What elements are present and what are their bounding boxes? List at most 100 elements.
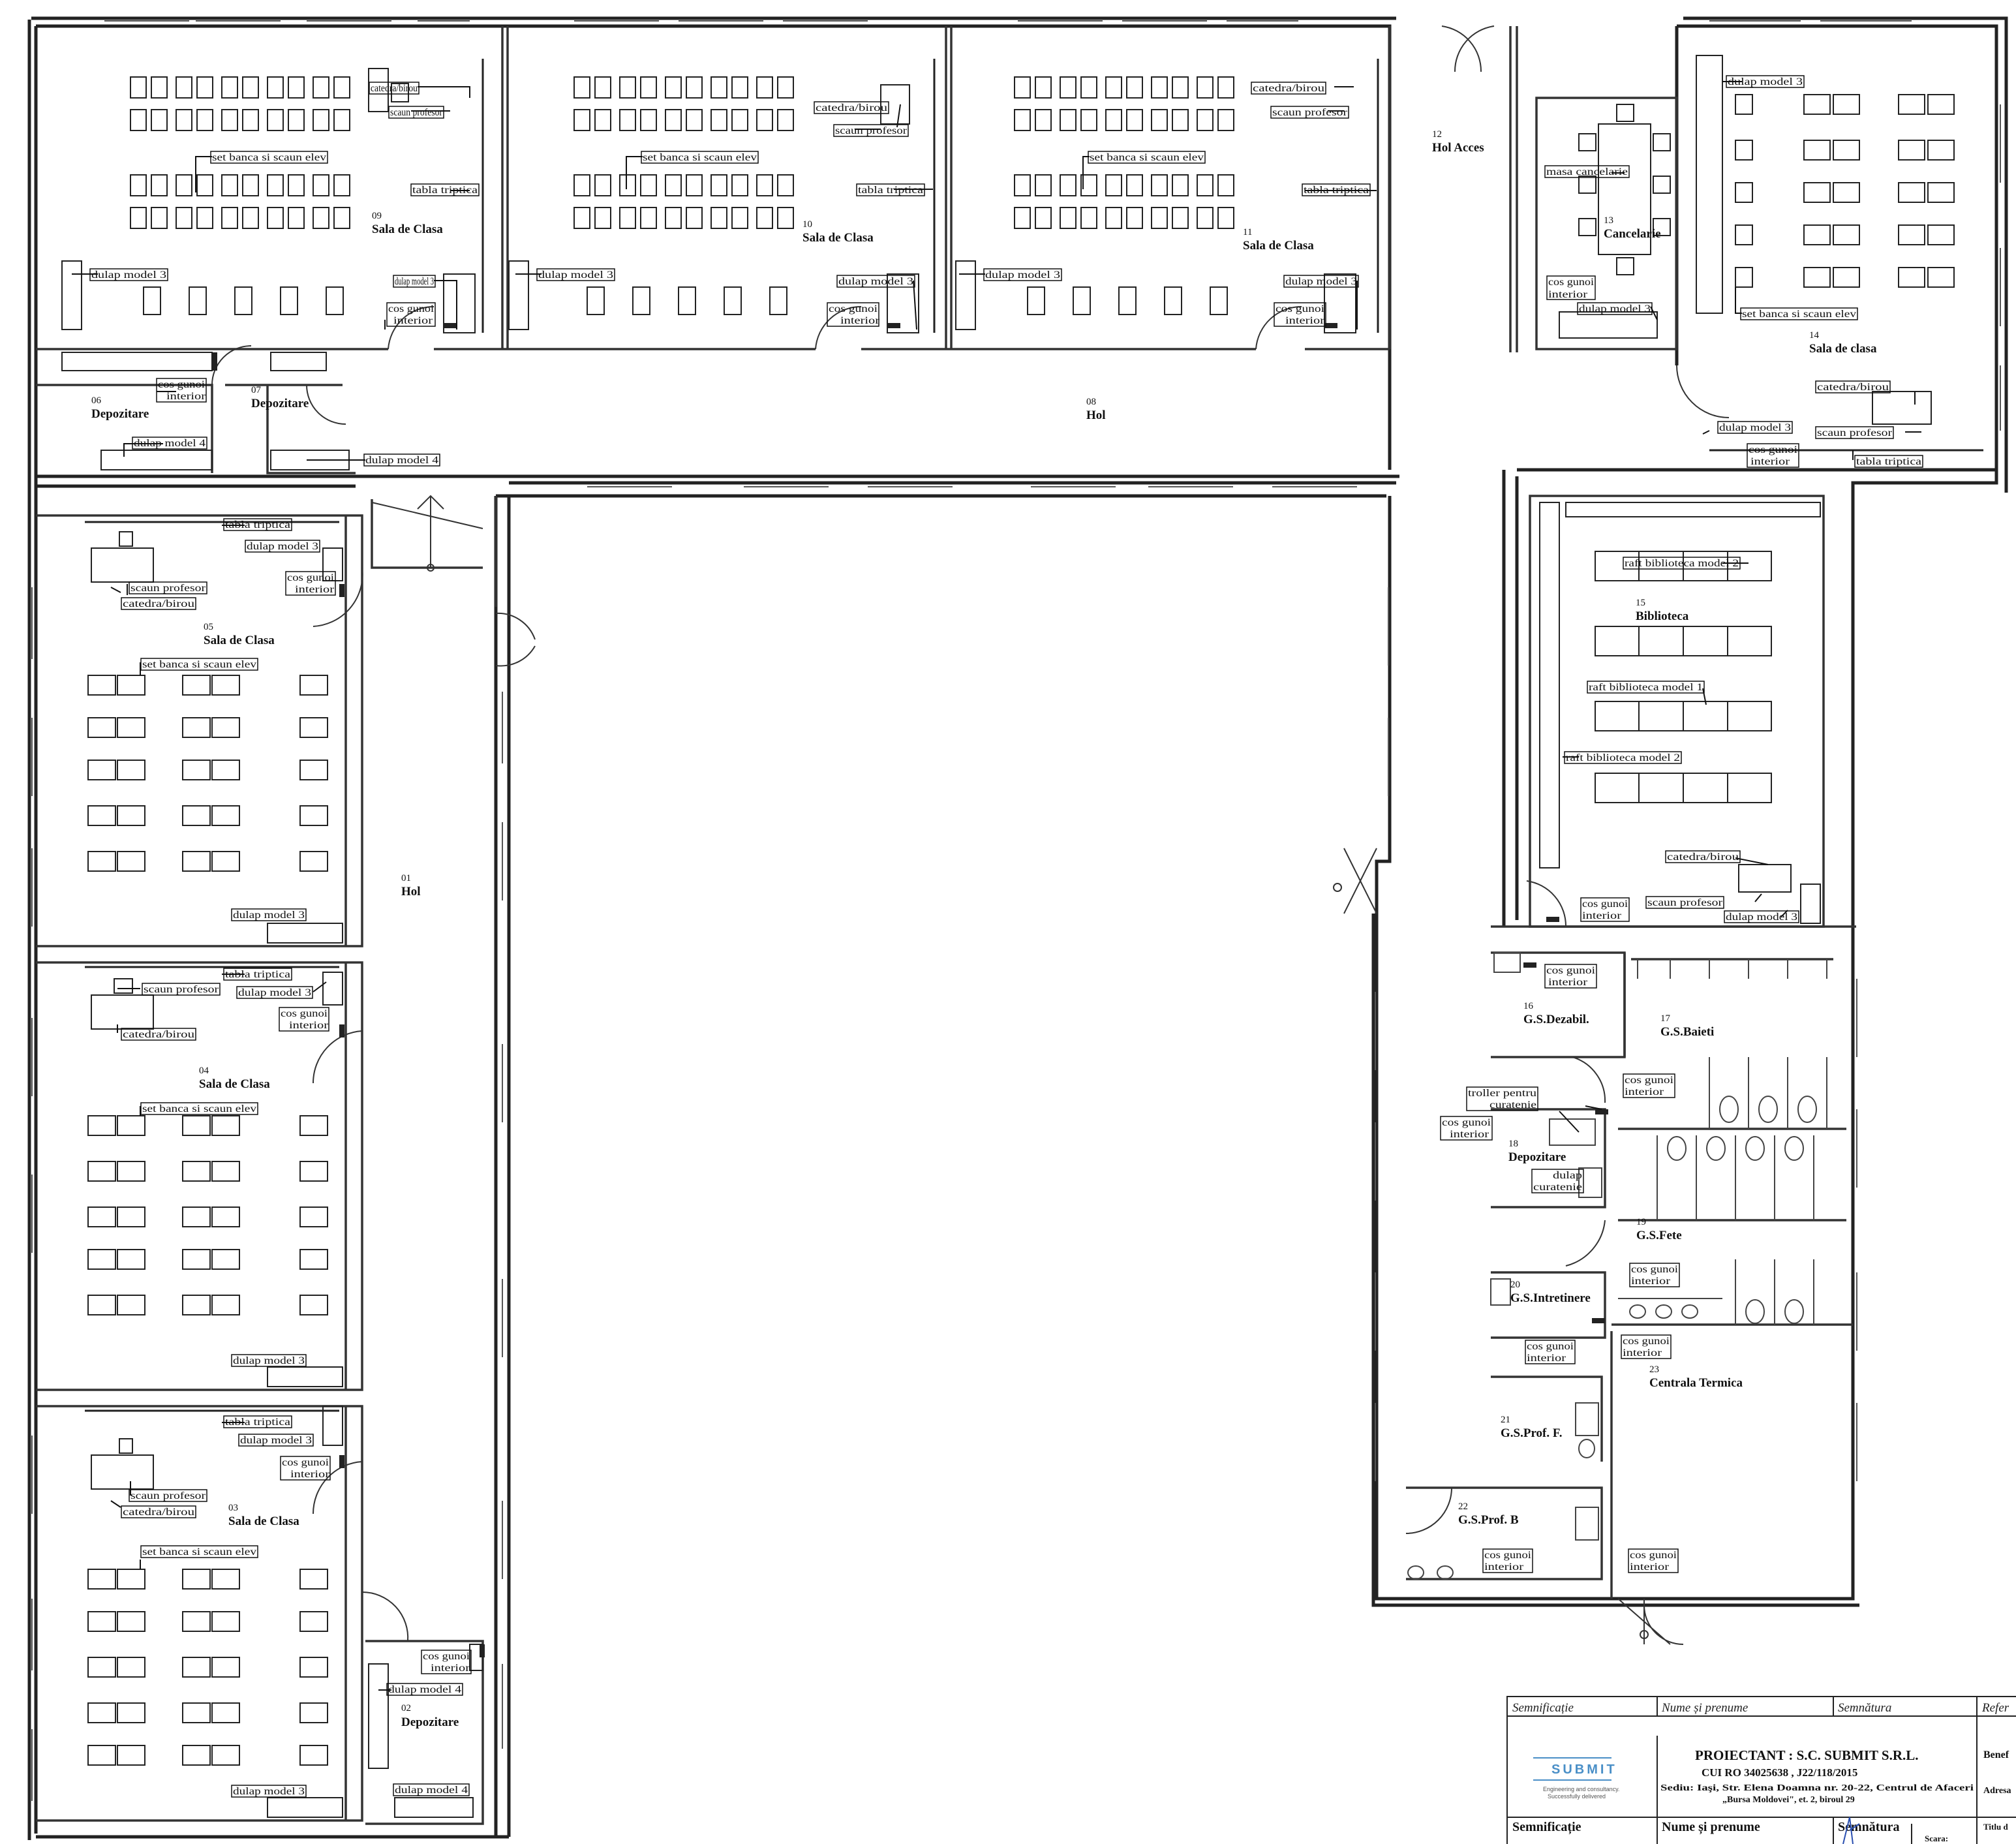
tag: dulap [1553,1170,1582,1181]
room-19-number: 19 [1636,1217,1646,1227]
tag: set banca si scaun elev [643,152,757,163]
tag: interior [1484,1561,1524,1573]
room-07-number: 07 [251,385,262,395]
tag: scaun profesor [144,984,219,995]
room-14-number: 14 [1809,330,1820,341]
tag: interior [1527,1353,1566,1364]
tag: tabla triptica [858,185,923,196]
tag: dulap model 3 [247,541,318,552]
tag: catedra/birou [123,1507,194,1518]
tag: scaun profesor [1272,107,1348,118]
tag: interior [289,1020,329,1031]
classroom-11-desks [955,59,1379,333]
tag: dulap model 3 [233,1355,305,1366]
tag: cos gunoi [388,303,435,315]
tag: dulap model 3 [1579,303,1651,315]
tag: dulap model 3 [233,910,305,921]
storage-cabinets [61,352,483,1818]
tag: catedra/birou [123,598,194,609]
biblioteca-furniture [1539,502,1821,924]
tag: curatenie [1489,1099,1536,1111]
tag: catedra/birou [123,1029,194,1040]
room-01-name: Hol [401,885,421,899]
tag: cos gunoi [1623,1336,1670,1347]
tb-bottom-semnificatie: Semnificație [1512,1820,1581,1835]
tag: scaun profesor [390,107,443,118]
room-17-number: 17 [1660,1013,1671,1024]
room-04-number: 04 [199,1066,209,1076]
tag: catedra/birou [1667,852,1739,863]
classroom-14-desks [1696,55,1983,452]
leader-lines [72,81,1921,1691]
tag: interior [1548,289,1588,300]
tag: cos gunoi [423,1651,470,1662]
room-16-number: 16 [1523,1001,1534,1011]
tag: scaun profesor [835,125,908,136]
room-04-name: Sala de Clasa [199,1077,270,1091]
tag: cos gunoi [1630,1550,1677,1561]
room-08-number: 08 [1086,397,1096,407]
room-01-number: 01 [401,873,411,884]
furniture-tags: catedra/birou scaun profesor set banca s… [91,76,1921,1797]
tb-bottom-semnatura: Semnătura [1838,1820,1899,1834]
tag: dulap model 3 [395,276,434,287]
tag: tabla triptica [1856,456,1921,467]
tag: raft biblioteca model 2 [1625,558,1739,569]
tag: cos gunoi [1582,899,1628,910]
tag: interior [1630,1561,1670,1573]
title-block-text: Semnificație Nume și prenume Semnătura R… [1512,1701,2011,1843]
tb-adresa: Adresa [1983,1786,2011,1796]
tb-header-semnatura: Semnătura [1838,1701,1891,1715]
room-14-name: Sala de clasa [1809,342,1877,356]
tag: tabla triptica [1304,185,1369,196]
room-13-name: Cancelarie [1604,227,1661,241]
room-07-name: Depozitare [251,397,309,410]
tag: set banca si scaun elev [142,1546,256,1558]
tag: interior [1750,456,1790,467]
submit-logo: SUBMIT [1551,1762,1617,1777]
tb-header-semnificatie: Semnificație [1512,1701,1574,1715]
tag: tabla triptica [412,185,478,196]
room-20-name: G.S.Intretinere [1510,1291,1591,1305]
room-10-name: Sala de Clasa [802,231,874,245]
classroom-05-desks [85,521,343,944]
tag: set banca si scaun elev [212,152,326,163]
tag: catedra/birou [1817,382,1889,393]
room-12-name: Hol Acces [1432,141,1484,155]
tag: interior [1548,977,1588,988]
tag: interior [840,315,880,326]
tb-cui: CUI RO 34025638 , J22/118/2015 [1702,1766,1857,1779]
tag: dulap model 3 [240,1435,312,1446]
room-10-number: 10 [802,219,812,230]
tag: interior [1582,910,1622,921]
tag: cos gunoi [829,303,878,315]
tag: dulap model 3 [838,276,913,287]
tag: cos gunoi [1625,1075,1674,1086]
tag: cos gunoi [1749,444,1798,455]
tb-proiectant: PROIECTANT : S.C. SUBMIT S.R.L. [1695,1747,1919,1763]
room-21-name: G.S.Prof. F. [1501,1426,1562,1440]
tag: set banca si scaun elev [142,1103,256,1114]
room-23-number: 23 [1649,1364,1659,1375]
tb-sediu-1: Sediu: Iaşi, Str. Elena Doamna nr. 20-22… [1660,1783,1974,1793]
tag: dulap model 3 [985,269,1060,281]
tag: set banca si scaun elev [1742,309,1856,320]
classroom-10-desks [508,59,936,333]
tag: cos gunoi [1631,1264,1679,1275]
tag: interior [1450,1129,1489,1140]
room-02-name: Depozitare [401,1715,459,1729]
tag: dulap model 4 [395,1785,468,1796]
tb-scara: Scara: [1925,1834,1948,1843]
room-18-name: Depozitare [1508,1150,1566,1164]
room-12-number: 12 [1432,129,1442,140]
tag: dulap model 3 [538,269,613,281]
room-21-number: 21 [1501,1415,1510,1425]
tag: scaun profesor [130,1490,206,1501]
tag-frames [89,75,1923,1798]
tag: interior [1631,1276,1671,1287]
tag: catedra/birou [371,83,418,94]
room-20-number: 20 [1510,1280,1520,1290]
tag: cos gunoi [1548,277,1595,288]
tag: interior [1625,1086,1664,1098]
